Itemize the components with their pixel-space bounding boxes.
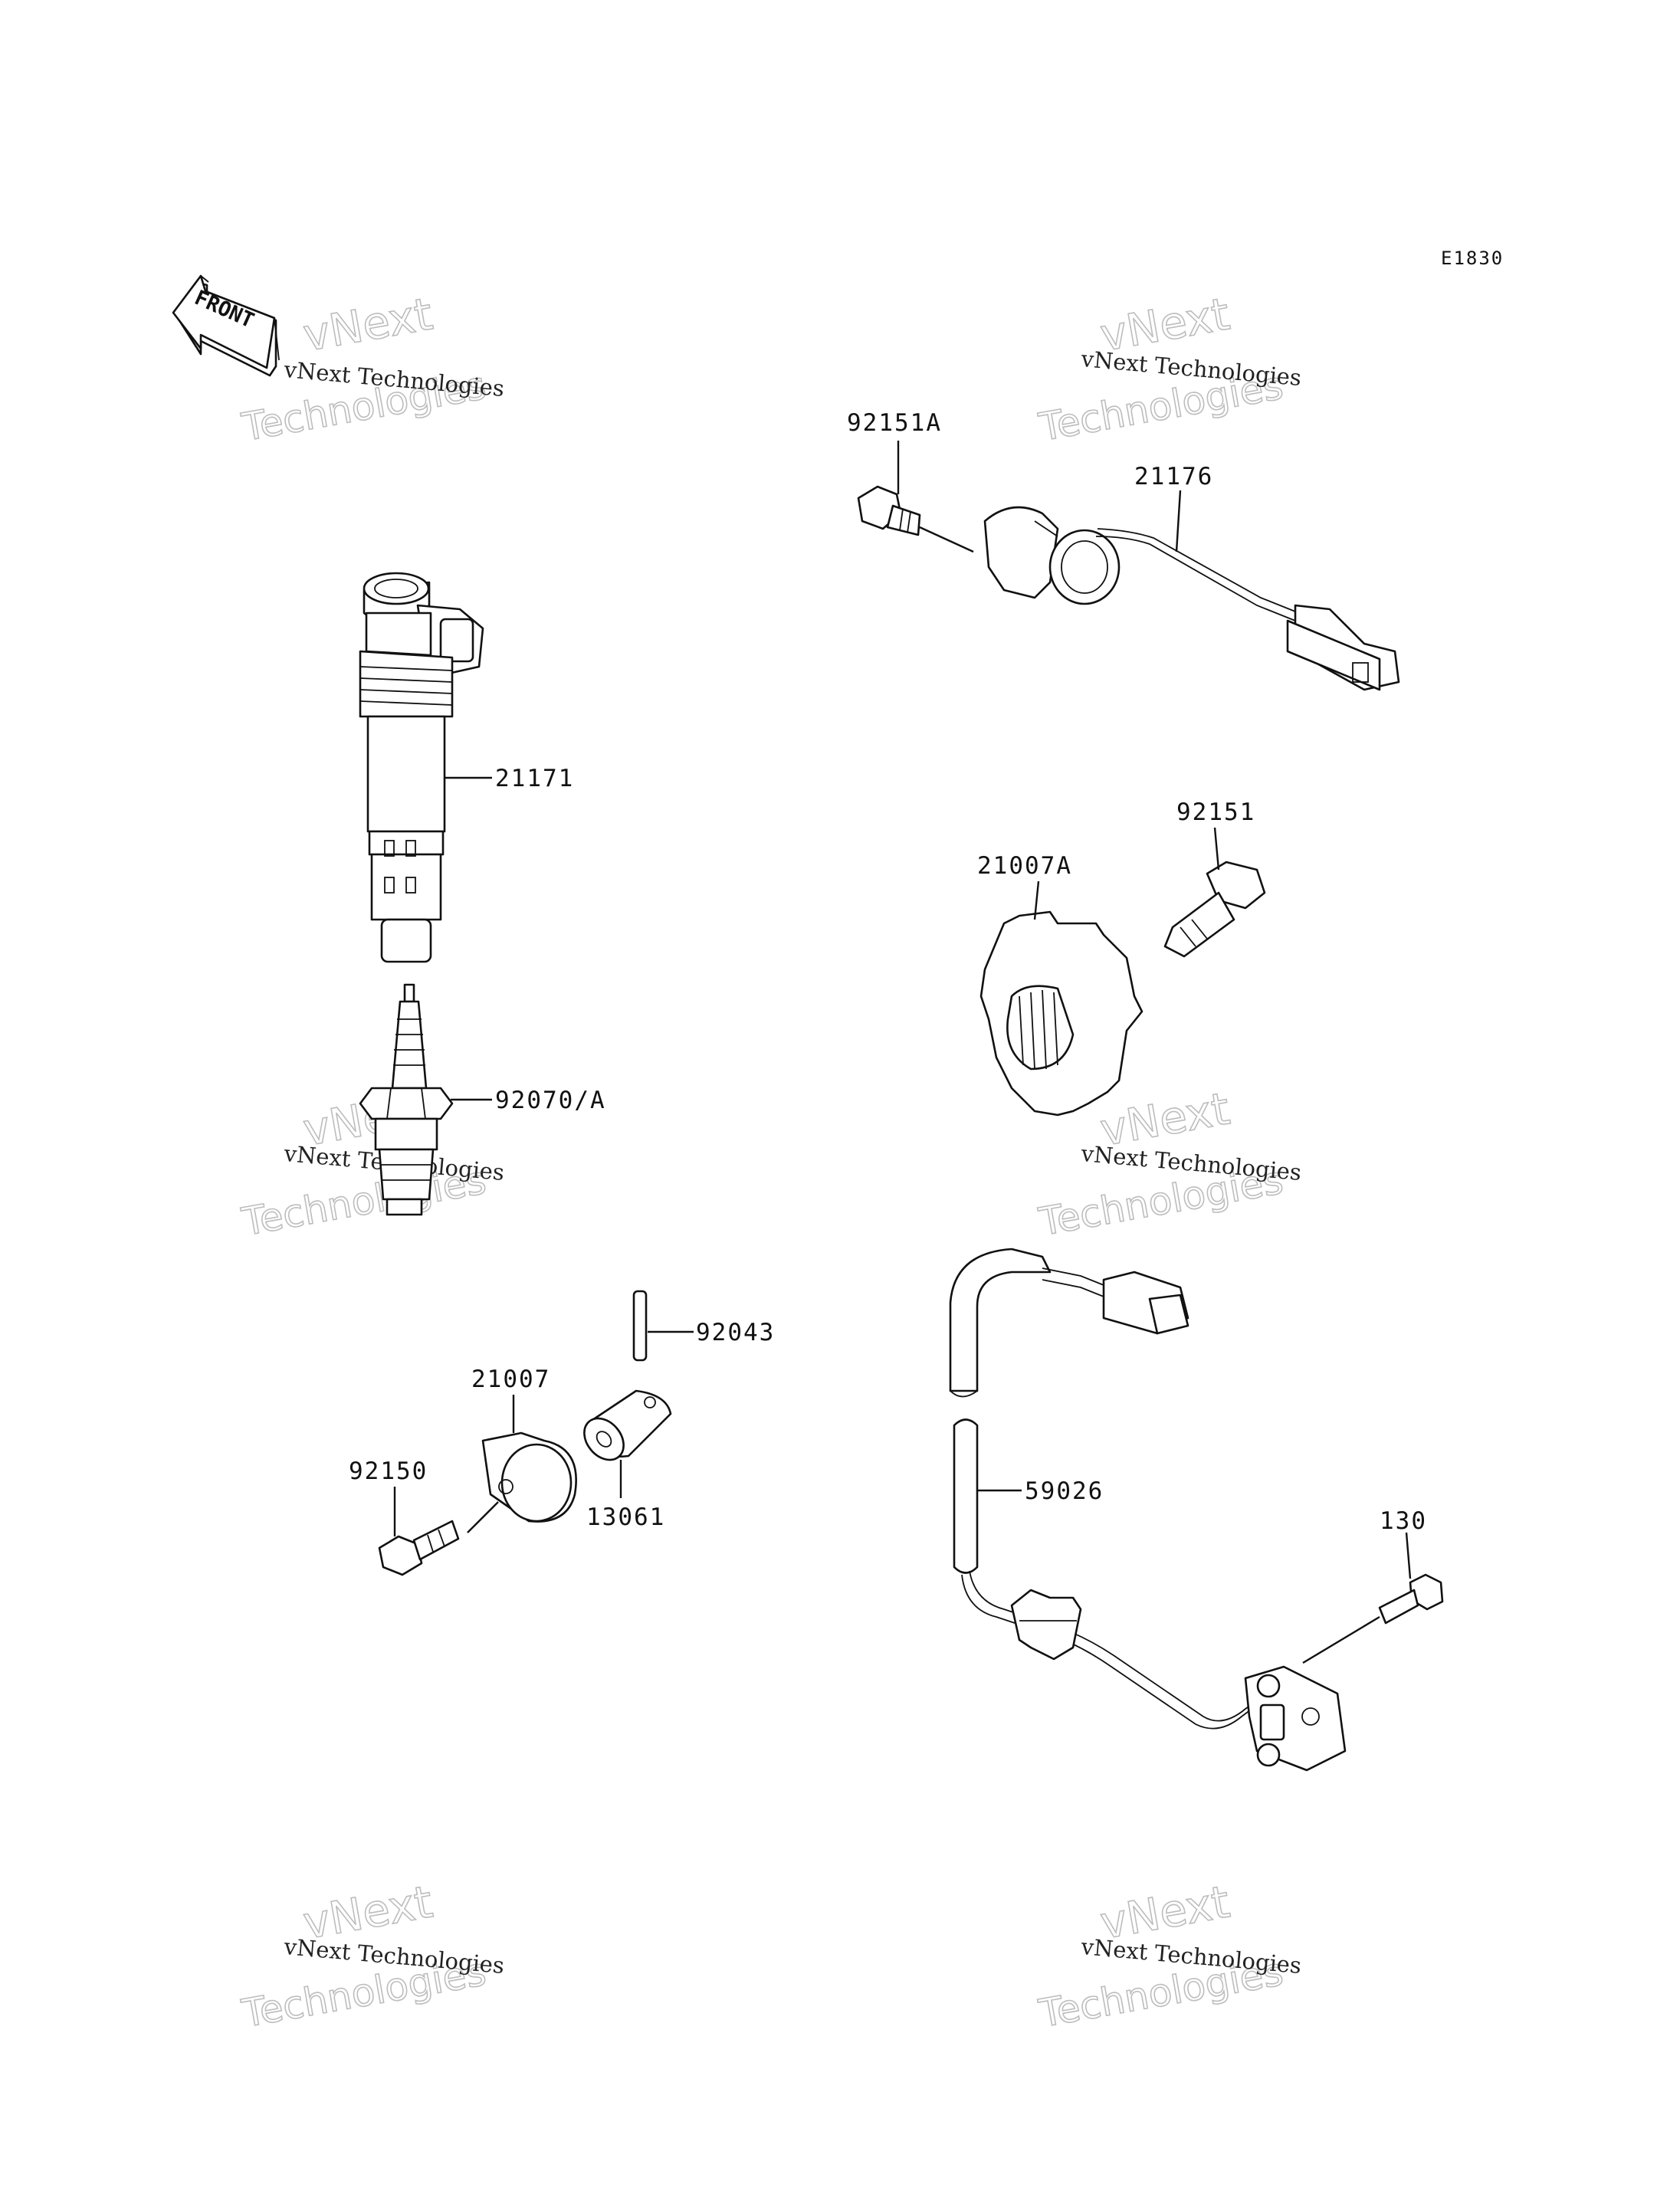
bolt-130[interactable] bbox=[1378, 1573, 1444, 1625]
collar-13061[interactable] bbox=[576, 1389, 672, 1467]
bolt-92151[interactable] bbox=[1163, 861, 1266, 958]
spark-plug[interactable] bbox=[359, 983, 454, 1216]
harness-59026[interactable] bbox=[949, 1248, 1262, 1730]
part-label-59026[interactable]: 59026 bbox=[1025, 1477, 1104, 1505]
part-label-21176[interactable]: 21176 bbox=[1134, 463, 1213, 490]
part-label-92150[interactable]: 92150 bbox=[349, 1458, 428, 1485]
bolt-92151a[interactable] bbox=[857, 485, 921, 536]
front-arrow-icon: FRONT bbox=[172, 274, 280, 377]
svg-text:vNext: vNext bbox=[300, 287, 437, 361]
ignition-coil[interactable] bbox=[359, 572, 484, 963]
timing-rotor-21007a[interactable] bbox=[979, 910, 1144, 1117]
crank-sensor-21176[interactable] bbox=[983, 506, 1400, 691]
bolt-92150[interactable] bbox=[378, 1520, 460, 1576]
part-label-92070a[interactable]: 92070/A bbox=[495, 1087, 606, 1114]
rotor-21007[interactable] bbox=[481, 1431, 577, 1523]
pickup-coil-130[interactable] bbox=[1244, 1665, 1347, 1772]
diagram-code: E1830 bbox=[1441, 248, 1504, 269]
part-label-21007a[interactable]: 21007A bbox=[977, 852, 1072, 880]
part-label-92151[interactable]: 92151 bbox=[1176, 798, 1255, 826]
part-label-21171[interactable]: 21171 bbox=[495, 765, 574, 792]
watermark-top-right: vNext Technologies vNext Technologies bbox=[1035, 287, 1302, 451]
part-label-13061[interactable]: 13061 bbox=[586, 1503, 665, 1531]
part-label-21007[interactable]: 21007 bbox=[471, 1366, 550, 1393]
part-label-92043[interactable]: 92043 bbox=[696, 1319, 775, 1346]
part-label-130[interactable]: 130 bbox=[1380, 1507, 1427, 1535]
pin-92043[interactable] bbox=[632, 1290, 648, 1362]
watermark-bottom-right: vNext Technologies vNext Technologies bbox=[1035, 1875, 1302, 2037]
part-label-92151a[interactable]: 92151A bbox=[847, 409, 942, 437]
watermark-bottom-left: vNext Technologies vNext Technologies bbox=[238, 1875, 505, 2037]
watermark-top-left: vNext Technologies vNext Technologies bbox=[238, 287, 505, 451]
